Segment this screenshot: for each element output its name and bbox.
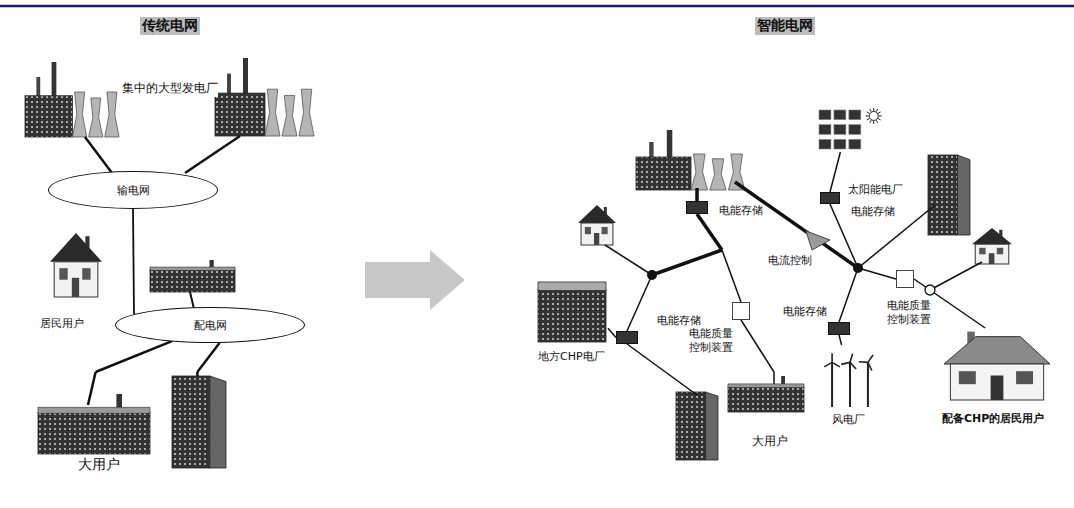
- facility-icon: 大用户: [38, 372, 230, 480]
- facility-drawing: [38, 372, 230, 472]
- node-label: 配电网: [194, 318, 227, 333]
- grid-ellipse: 配电网: [115, 307, 305, 343]
- node-label: 风电厂: [832, 413, 865, 427]
- grid-connector: [741, 320, 774, 372]
- facility-icon: 太阳能电厂: [818, 108, 882, 152]
- node-label: 电能存储: [851, 205, 895, 219]
- node-label: 地方CHP电厂: [538, 350, 605, 364]
- grid-connector: [96, 341, 172, 372]
- node-label: 电流控制: [768, 254, 812, 268]
- facility-icon: 居民用户: [40, 233, 116, 337]
- facility-drawing: [818, 108, 882, 152]
- facility-drawing: [40, 233, 116, 297]
- quality-box: 电能质量 控制装置: [896, 270, 914, 288]
- node-label: 配备CHP的居民用户: [942, 412, 1044, 426]
- grid-connector: [608, 328, 616, 337]
- storage-box: 电能存储: [616, 331, 638, 344]
- node-label: 电能存储: [657, 314, 701, 328]
- grid-connector: [133, 209, 134, 314]
- top-rule: [0, 5, 1074, 8]
- node-label: 电能质量 控制装置: [689, 327, 739, 355]
- grid-ellipse: 输电网: [48, 171, 218, 209]
- node-label: 电能存储: [783, 305, 827, 319]
- quality-box: 电能质量 控制装置: [732, 302, 750, 320]
- storage-box: 电能存储: [686, 201, 708, 214]
- grid-connector: [839, 335, 842, 345]
- triangle-shape: [806, 228, 830, 250]
- section-title: 传统电网: [140, 17, 200, 35]
- facility-icon: 风电厂: [822, 345, 878, 429]
- node-label: 电能存储: [719, 204, 763, 218]
- node-label: 太阳能电厂: [848, 183, 903, 197]
- storage-box: 电能存储: [820, 192, 840, 204]
- flow-control-triangle: 电流控制: [806, 228, 830, 250]
- section-title: 智能电网: [755, 17, 815, 35]
- node-label: 大用户: [752, 434, 788, 449]
- facility-icon: 配备CHP的居民用户: [938, 328, 1056, 428]
- facility-drawing: [822, 345, 878, 407]
- facility-drawing: [536, 282, 608, 342]
- grid-connector: [830, 152, 840, 192]
- transition-arrow: [365, 250, 465, 310]
- node-label: 大用户: [78, 456, 120, 474]
- facility-drawing: [938, 328, 1056, 400]
- plant-caption: 集中的大型发电厂: [122, 80, 218, 97]
- facility-drawing: [726, 372, 806, 412]
- junction-ring: [925, 285, 935, 295]
- node-label: 输电网: [117, 183, 150, 198]
- storage-box: 电能存储: [828, 322, 850, 335]
- node-label: 居民用户: [40, 317, 84, 331]
- grid-connector: [197, 343, 219, 372]
- facility-icon: 大用户: [726, 372, 806, 454]
- facility-icon: 地方CHP电厂: [536, 282, 608, 366]
- node-label: 电能质量 控制装置: [887, 299, 937, 327]
